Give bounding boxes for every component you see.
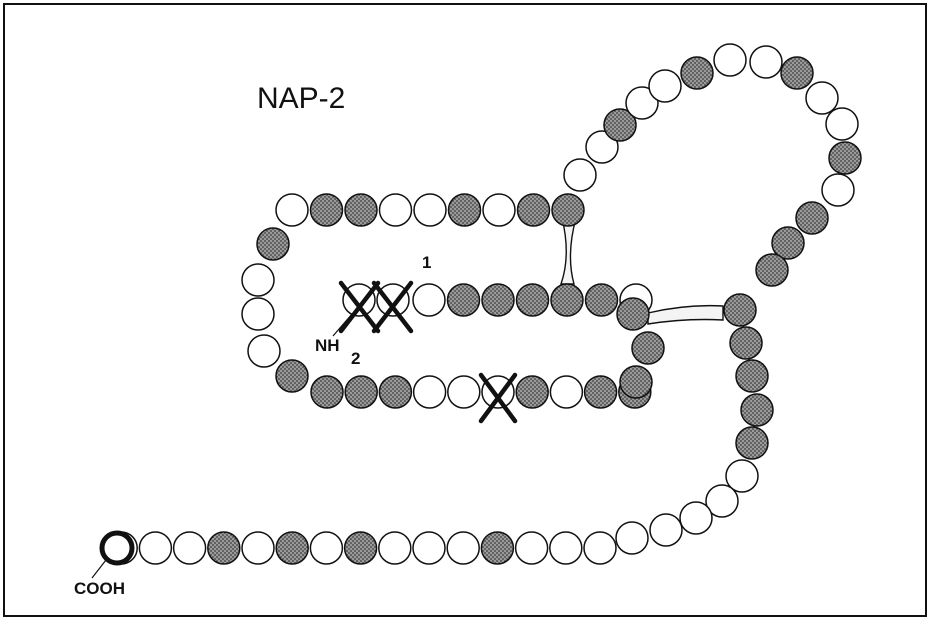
c-terminus-residue [99, 530, 135, 566]
residue-right-4 [735, 426, 769, 460]
residue-right-9 [615, 521, 649, 555]
n-terminus-label: NH [315, 336, 340, 355]
residue-hairpin-0 [616, 297, 650, 331]
residue-right-7 [679, 501, 713, 535]
residue-outer-10 [825, 107, 859, 141]
residue-right-0 [723, 293, 757, 327]
residue-tail-5 [412, 531, 446, 565]
residue-outer-8 [780, 56, 814, 90]
residue-bottom-3 [412, 375, 447, 409]
residue-right-6 [705, 484, 739, 518]
disulfide-bridge-horizontal [647, 304, 724, 325]
residue-top-2 [344, 193, 378, 227]
residue-outer-11 [828, 141, 862, 175]
residue-top-1 [309, 193, 344, 227]
residue-bottom-8 [583, 375, 618, 409]
residue-outer-12 [821, 173, 855, 207]
residue-tail-6 [378, 531, 412, 565]
residue-chain [104, 43, 862, 565]
residue-outer-15 [755, 253, 789, 287]
residue-left-3 [247, 334, 281, 368]
residue-tail-10 [241, 531, 275, 565]
residue-top-6 [482, 193, 516, 227]
residue-middle-5 [584, 283, 619, 317]
residue-bottom-1 [344, 375, 378, 409]
residue-top-7 [516, 193, 551, 227]
residue-outer-13 [795, 201, 829, 235]
residue-hairpin-1 [631, 331, 665, 365]
residue-right-3 [740, 393, 774, 427]
residue-bottom-4 [447, 375, 481, 409]
residue-nterm-b [376, 283, 410, 317]
c-terminus-label: COOH [74, 579, 125, 598]
n-terminus-subscript: 2 [351, 349, 360, 368]
residue-middle-1 [446, 283, 481, 317]
residue-right-1 [729, 326, 763, 360]
deletion-marks [338, 280, 518, 424]
residue-outer-3 [625, 86, 659, 120]
residue-middle-2 [481, 283, 515, 317]
c-terminus-leader [91, 559, 107, 579]
residue-tail-7 [343, 531, 378, 565]
residue-tail-8 [309, 531, 344, 565]
diagram-title: NAP-2 [257, 82, 345, 115]
x-mark-1 [338, 280, 381, 334]
residue-top-3 [378, 193, 413, 227]
residue-tail-1 [549, 531, 583, 565]
residue-tail-11 [207, 531, 241, 565]
residue-bottom-6 [515, 375, 549, 409]
x-mark-2 [371, 280, 414, 334]
residue-outer-2 [603, 108, 637, 142]
disulfide-bridge-vertical [560, 217, 577, 285]
residue-bottom-2 [378, 375, 413, 409]
residue-outer-14 [771, 226, 805, 260]
residue-left-0 [256, 227, 290, 261]
diagram-border [3, 3, 927, 617]
residue-tail-3 [480, 531, 515, 565]
residue-middle-3 [515, 283, 550, 317]
residue-top-4 [413, 193, 447, 227]
residue-tail-4 [446, 531, 480, 565]
residue-left-1 [241, 263, 275, 297]
residue-outer-6 [713, 43, 747, 77]
residue-bottom-0 [310, 375, 344, 409]
residue-middle-4 [550, 283, 584, 317]
residue-right-8 [649, 513, 683, 547]
residue-one-label: 1 [422, 253, 431, 272]
residue-right-2 [735, 359, 769, 393]
residue-left-2 [241, 297, 275, 331]
residue-top-0 [275, 193, 309, 227]
residue-outer-4 [648, 69, 682, 103]
residue-middle-0 [412, 283, 446, 317]
x-mark-3 [478, 372, 518, 424]
residue-left-4 [275, 359, 309, 393]
residue-outer-5 [680, 56, 714, 90]
residue-right-5 [725, 459, 759, 493]
residue-outer-1 [585, 130, 619, 164]
residue-top-5 [447, 193, 482, 227]
residue-bottom-7 [549, 375, 584, 409]
residue-tail-12 [172, 531, 207, 565]
residue-tail-2 [514, 531, 549, 565]
residue-hairpin-2 [619, 365, 653, 399]
residue-tail-13 [138, 531, 173, 565]
residue-outer-0 [563, 158, 597, 192]
residue-outer-7 [749, 45, 783, 79]
residue-outer-9 [805, 81, 839, 115]
residue-tail-0 [583, 531, 617, 565]
residue-tail-9 [275, 531, 309, 565]
residue-nterm-a [342, 283, 376, 317]
residue-top-8 [551, 193, 585, 227]
